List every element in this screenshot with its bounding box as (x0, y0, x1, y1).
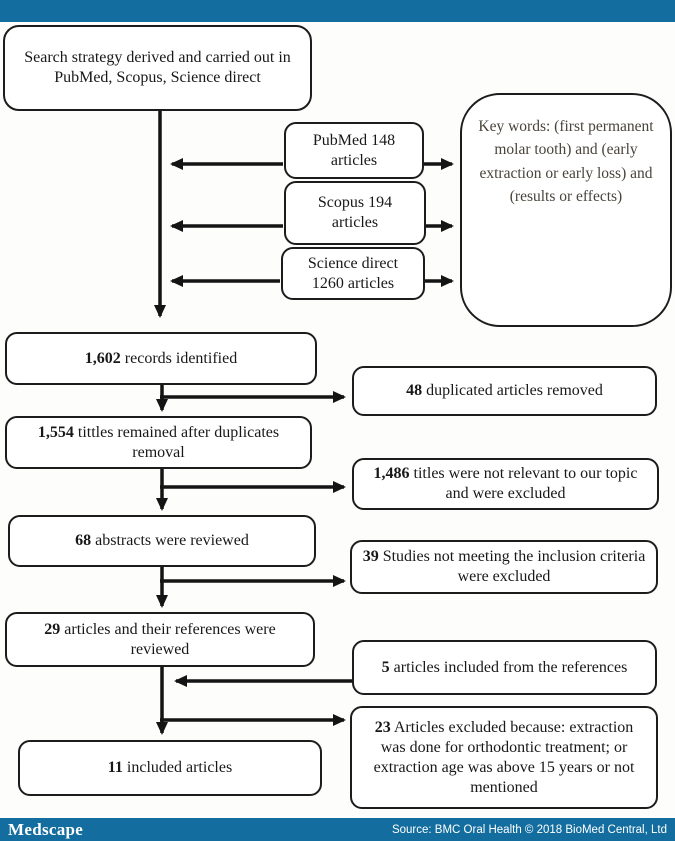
abstracts-count: 68 (75, 532, 92, 549)
box-keywords: Key words: (first permanent molar tooth)… (460, 93, 672, 327)
medscape-logo: Medscape (8, 819, 84, 839)
box-studies-not-meeting: 39 Studies not meeting the inclusion cri… (350, 540, 658, 594)
box-titles-not-relevant-text: 1,486 titles were not relevant to our to… (373, 465, 638, 502)
box-pubmed-articles: PubMed 148 articles (284, 122, 424, 179)
box-titles-remained-text: 1,554 tittles remained after duplicates … (37, 423, 280, 461)
box-search-strategy: Search strategy derived and carried out … (3, 25, 312, 111)
box-science-direct-articles: Science direct 1260 articles (281, 247, 425, 300)
from-references-count: 5 (381, 658, 390, 676)
source-credit: Source: BMC Oral Health © 2018 BioMed Ce… (391, 823, 667, 836)
box-articles-from-references: 5 articles included from the references (352, 640, 657, 695)
box-studies-not-meeting-text: 39 Studies not meeting the inclusion cri… (362, 548, 646, 585)
box-search-strategy-text: Search strategy derived and carried out … (24, 49, 291, 86)
box-science-direct-articles-text: Science direct 1260 articles (307, 254, 399, 292)
box-abstracts-reviewed-text: 68 abstracts were reviewed (75, 532, 249, 549)
box-articles-excluded-text: 23 Articles excluded because: extraction… (373, 718, 635, 796)
box-titles-remained: 1,554 tittles remained after duplicates … (5, 416, 312, 469)
box-articles-from-references-text: 5 articles included from the references (381, 658, 628, 676)
box-abstracts-reviewed: 68 abstracts were reviewed (8, 515, 316, 567)
box-scopus-articles: Scopus 194 articles (284, 181, 426, 245)
box-pubmed-articles-text: PubMed 148 articles (312, 131, 396, 169)
box-included-articles-text: 11 included articles (107, 759, 233, 776)
excluded-count: 23 (374, 718, 391, 736)
articles-reviewed-count: 29 (44, 620, 61, 638)
included-count: 11 (107, 759, 123, 776)
box-duplicates-removed: 48 duplicated articles removed (352, 366, 657, 416)
not-meeting-count: 39 (362, 548, 379, 565)
box-articles-references-reviewed: 29 articles and their references were re… (5, 612, 315, 667)
box-articles-excluded: 23 Articles excluded because: extraction… (350, 706, 658, 809)
footer-bar: Medscape Source: BMC Oral Health © 2018 … (0, 818, 675, 841)
box-records-identified: 1,602 records identified (5, 332, 317, 385)
box-included-articles: 11 included articles (18, 740, 322, 796)
not-relevant-count: 1,486 (373, 465, 410, 482)
records-count: 1,602 (84, 349, 121, 367)
top-blue-bar (0, 0, 675, 22)
box-duplicates-removed-text: 48 duplicated articles removed (406, 382, 603, 399)
box-scopus-articles-text: Scopus 194 articles (317, 194, 393, 231)
box-keywords-text: Key words: (first permanent molar tooth)… (478, 118, 654, 205)
duplicates-count: 48 (406, 382, 423, 399)
titles-count: 1,554 (37, 423, 74, 441)
box-titles-not-relevant: 1,486 titles were not relevant to our to… (352, 458, 659, 510)
box-articles-references-reviewed-text: 29 articles and their references were re… (44, 620, 276, 658)
box-records-identified-text: 1,602 records identified (84, 349, 238, 367)
